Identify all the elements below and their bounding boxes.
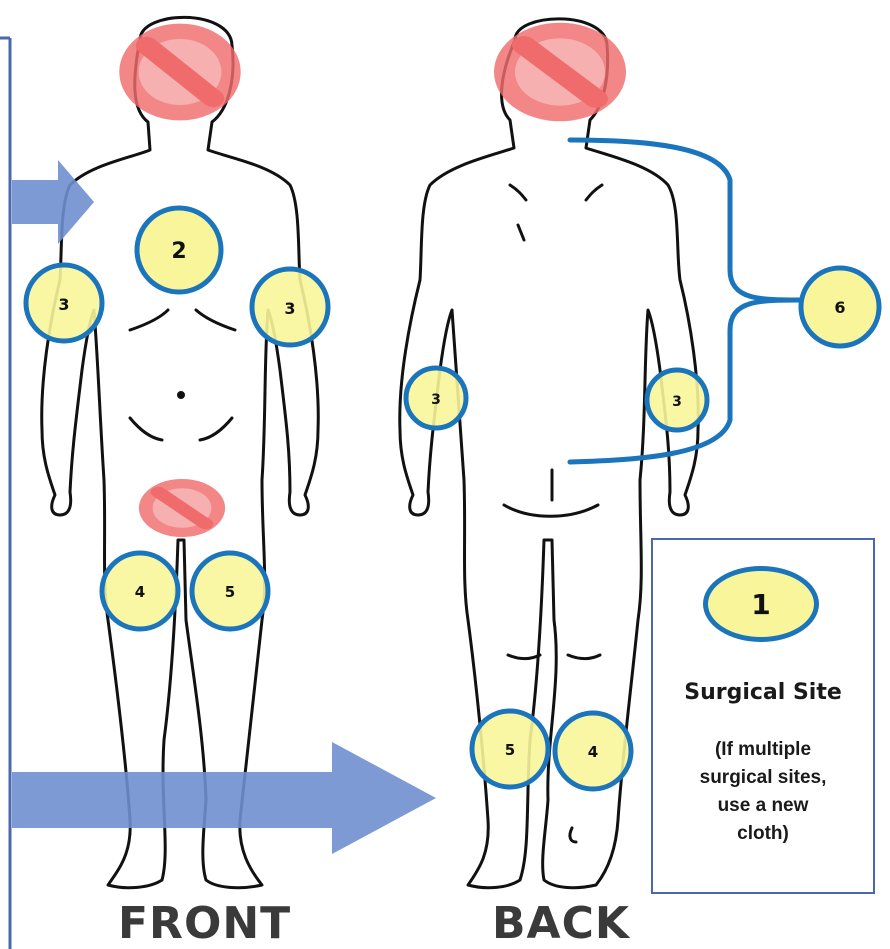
site-number: 4 xyxy=(588,743,598,761)
site-number: 6 xyxy=(834,298,845,317)
front-view-label: FRONT xyxy=(118,902,291,946)
site-number: 3 xyxy=(58,295,69,314)
site-circle-front-left-arm: 3 xyxy=(26,265,102,341)
site-circle-back-right-knee: 4 xyxy=(555,713,631,789)
front-body-outline xyxy=(42,17,319,887)
site-number: 4 xyxy=(135,583,145,601)
legend-box: 1 Surgical Site (If multiple surgical si… xyxy=(651,538,875,894)
no-symbol-icon xyxy=(139,479,225,537)
site-circle-back-torso: 6 xyxy=(801,268,879,346)
legend-note: (If multiple surgical sites, use a new c… xyxy=(653,736,873,848)
site-number: 2 xyxy=(171,239,186,264)
legend-title: Surgical Site xyxy=(653,680,873,705)
site-circle-front-right-knee: 5 xyxy=(192,553,268,629)
no-symbol-icon xyxy=(119,24,240,121)
site-number: 5 xyxy=(225,583,235,601)
site-number: 3 xyxy=(284,299,295,318)
site-number: 5 xyxy=(505,741,515,759)
site-number: 3 xyxy=(431,392,441,408)
site-circle-front-left-knee: 4 xyxy=(102,553,178,629)
site-circle-back-left-arm: 3 xyxy=(406,368,466,428)
legend-site-circle: 1 xyxy=(703,566,819,642)
arrow-right-icon xyxy=(12,160,94,244)
site-circle-front-right-arm: 3 xyxy=(252,269,328,345)
back-view-label: BACK xyxy=(492,902,630,946)
site-number: 3 xyxy=(672,394,682,410)
site-circle-front-chest: 2 xyxy=(137,208,221,292)
arrow-right-icon xyxy=(12,742,436,854)
site-circle-back-right-arm: 3 xyxy=(647,370,707,430)
site-circle-back-left-knee: 5 xyxy=(472,711,548,787)
no-symbol-icon xyxy=(494,23,626,122)
